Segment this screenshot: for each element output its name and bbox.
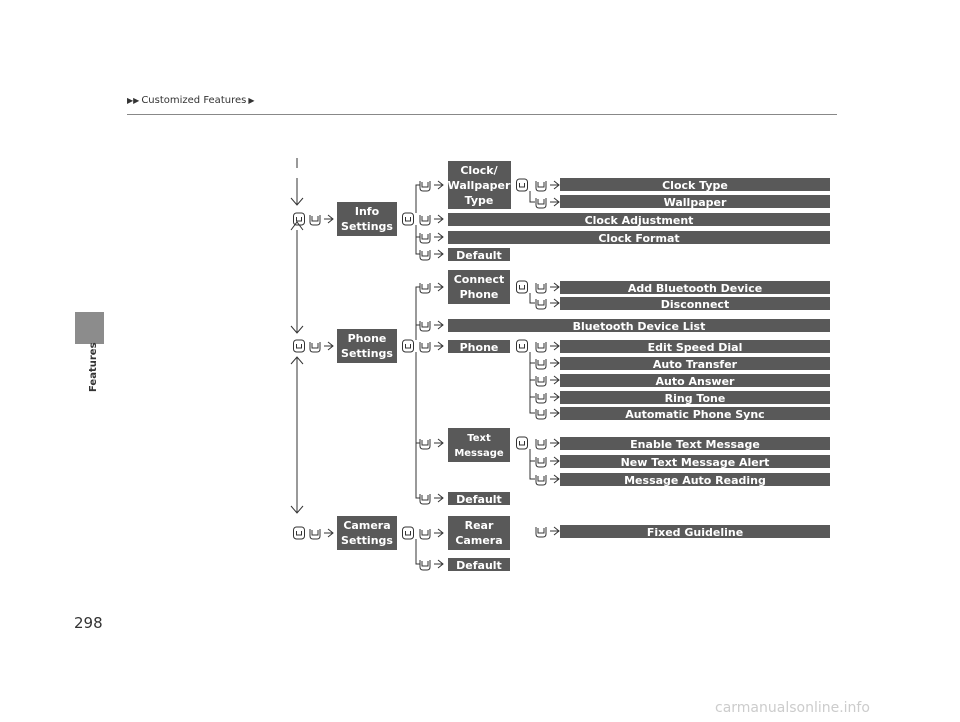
sub-clock-wallpaper-type <box>448 161 511 209</box>
item-msg-auto-reading-label: Message Auto Reading <box>624 474 766 487</box>
group-phone-label-1: Phone <box>348 332 387 345</box>
item-disconnect <box>560 297 830 310</box>
group-camera-settings <box>337 516 397 550</box>
item-add-bluetooth-label: Add Bluetooth Device <box>628 282 762 295</box>
camera-default <box>448 558 510 571</box>
sub-text-label-2: Message <box>454 448 504 459</box>
item-msg-auto-reading <box>560 473 830 486</box>
item-bluetooth-list-label: Bluetooth Device List <box>573 320 706 333</box>
sub-text-message <box>448 428 510 462</box>
item-auto-answer-label: Auto Answer <box>656 375 736 388</box>
breadcrumb-label: Customized Features <box>141 95 247 106</box>
sub-clock-label-3: Type <box>465 194 494 207</box>
chevron-right-icon: ▶▶ <box>127 96 140 105</box>
item-new-text-alert <box>560 455 830 468</box>
item-clock-adjustment <box>448 213 830 226</box>
item-ring-tone <box>560 391 830 404</box>
section-tab <box>75 312 104 344</box>
item-fixed-guideline-label: Fixed Guideline <box>647 526 743 539</box>
camera-default-label: Default <box>456 559 502 572</box>
sub-rear-camera <box>448 516 510 550</box>
item-clock-type <box>560 178 830 191</box>
sub-text-label-1: Text <box>467 433 491 444</box>
group-info-label-2: Settings <box>341 220 393 233</box>
item-edit-speed-dial <box>560 340 830 353</box>
breadcrumb: ▶▶ Customized Features ▶ <box>127 95 254 106</box>
sub-rear-label-1: Rear <box>465 519 494 532</box>
item-wallpaper-label: Wallpaper <box>664 196 727 209</box>
group-phone-label-2: Settings <box>341 347 393 360</box>
page-number: 298 <box>74 614 103 632</box>
watermark: carmanualsonline.info <box>715 700 870 716</box>
sub-phone <box>448 340 510 353</box>
group-info-settings <box>337 202 397 236</box>
group-camera-label-1: Camera <box>343 519 390 532</box>
group-phone-settings <box>337 329 397 363</box>
sub-connect-phone <box>448 270 510 304</box>
item-fixed-guideline <box>560 525 830 538</box>
info-default <box>448 248 510 261</box>
item-auto-phone-sync-label: Automatic Phone Sync <box>625 408 764 421</box>
item-bluetooth-list <box>448 319 830 332</box>
item-auto-transfer-label: Auto Transfer <box>653 358 738 371</box>
item-clock-format-label: Clock Format <box>598 232 679 245</box>
sub-rear-label-2: Camera <box>455 534 502 547</box>
item-auto-transfer <box>560 357 830 370</box>
item-add-bluetooth <box>560 281 830 294</box>
sub-connect-label-1: Connect <box>454 273 505 286</box>
item-clock-adjustment-label: Clock Adjustment <box>585 214 694 227</box>
info-default-label: Default <box>456 249 502 262</box>
item-clock-type-label: Clock Type <box>662 179 728 192</box>
item-clock-format <box>448 231 830 244</box>
item-ring-tone-label: Ring Tone <box>665 392 726 405</box>
sub-clock-label-2: Wallpaper <box>448 179 511 192</box>
phone-default <box>448 492 510 505</box>
sub-clock-label-1: Clock/ <box>460 164 498 177</box>
item-wallpaper <box>560 195 830 208</box>
item-edit-speed-dial-label: Edit Speed Dial <box>648 341 743 354</box>
item-enable-text-label: Enable Text Message <box>630 438 760 451</box>
sub-connect-label-2: Phone <box>460 288 499 301</box>
group-camera-label-2: Settings <box>341 534 393 547</box>
chevron-right-icon: ▶ <box>248 96 255 105</box>
item-auto-answer <box>560 374 830 387</box>
header-divider <box>127 114 837 115</box>
item-enable-text <box>560 437 830 450</box>
group-info-label-1: Info <box>355 205 380 218</box>
item-disconnect-label: Disconnect <box>661 298 729 311</box>
item-new-text-alert-label: New Text Message Alert <box>621 456 770 469</box>
sub-phone-label: Phone <box>460 341 499 354</box>
phone-default-label: Default <box>456 493 502 506</box>
item-auto-phone-sync <box>560 407 830 420</box>
